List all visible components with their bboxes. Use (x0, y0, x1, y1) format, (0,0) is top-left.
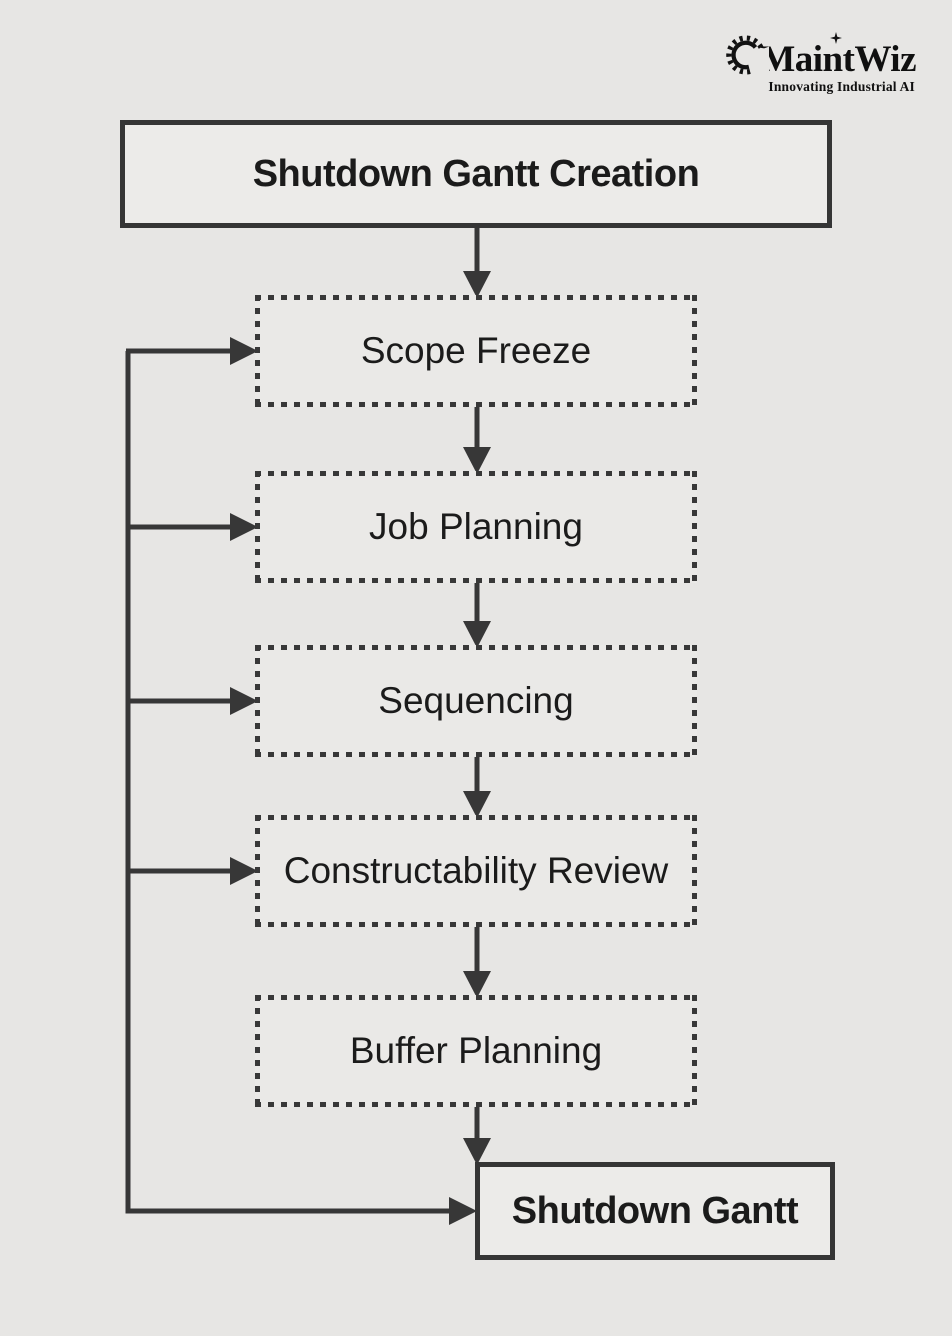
arrowhead-right-job (230, 513, 258, 541)
flow-node-sequencing: Sequencing (255, 645, 697, 757)
arrowhead-right-gantt (449, 1197, 477, 1225)
flow-node-label: Constructability Review (283, 850, 669, 891)
flow-node-job-planning: Job Planning (255, 471, 697, 583)
flow-node-label: Job Planning (369, 506, 583, 547)
arrowhead-down-scope (463, 271, 491, 298)
arrowhead-down-review (463, 791, 491, 818)
sparkle-icon (830, 32, 842, 44)
arrowhead-down-buffer (463, 971, 491, 998)
flow-node-label: Scope Freeze (360, 330, 592, 371)
arrowhead-down-sequencing (463, 621, 491, 648)
arrowhead-right-review (230, 857, 258, 885)
brand-name: MaintWiz (760, 39, 916, 80)
gear-icon (726, 35, 770, 77)
flow-node-buffer-planning: Buffer Planning (255, 995, 697, 1107)
flow-node-constructability-review: Constructability Review (255, 815, 697, 927)
feedback-rail (125, 351, 451, 1214)
arrowhead-right-sequencing (230, 687, 258, 715)
arrowhead-down-gantt (463, 1138, 491, 1165)
maintwiz-logo: MaintWiz Innovating Industrial AI (726, 26, 916, 95)
flow-node-label: Sequencing (378, 680, 574, 721)
brand-tagline: Innovating Industrial AI (768, 79, 915, 94)
flow-node-result-label: Shutdown Gantt (511, 1189, 799, 1232)
flow-node-title-label: Shutdown Gantt Creation (252, 152, 700, 195)
flow-node-shutdown-gantt: Shutdown Gantt (475, 1162, 835, 1260)
flow-node-label: Buffer Planning (349, 1030, 603, 1071)
arrowhead-down-job (463, 447, 491, 474)
flow-node-scope-freeze: Scope Freeze (255, 295, 697, 407)
arrowhead-right-scope (230, 337, 258, 365)
flow-node-title: Shutdown Gantt Creation (120, 120, 832, 228)
